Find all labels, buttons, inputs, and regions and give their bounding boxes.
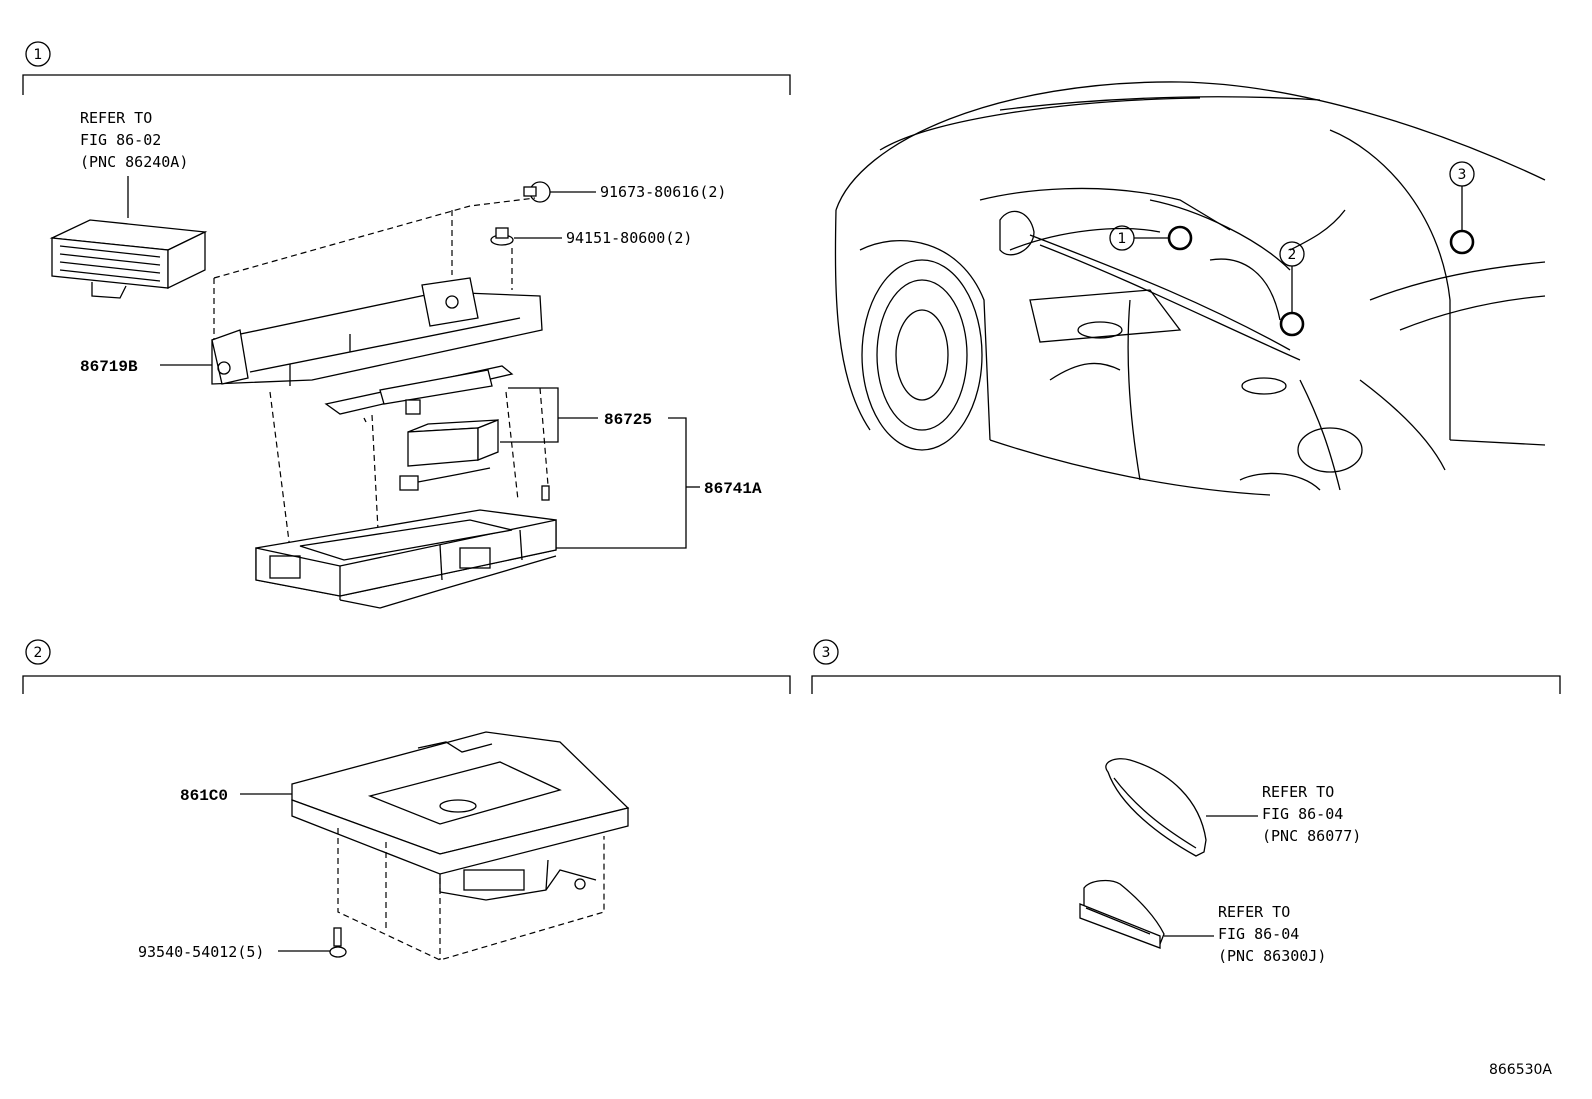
bolt-part-number: 91673-80616(2) bbox=[600, 183, 726, 201]
section-2-marker: 2 bbox=[34, 645, 43, 661]
case-illustration bbox=[255, 509, 557, 609]
base-refer-to: REFER TO bbox=[1218, 903, 1290, 921]
refer-to-label: REFER TO bbox=[80, 109, 152, 127]
refer-fig-label: FIG 86-02 bbox=[80, 131, 161, 149]
cover-refer-pnc: (PNC 86077) bbox=[1262, 827, 1361, 845]
section-3-marker: 3 bbox=[822, 645, 831, 661]
antenna-cover-illustration bbox=[1105, 758, 1207, 857]
car-interior-illustration bbox=[834, 81, 1546, 496]
amplifier-unit-illustration bbox=[49, 219, 208, 299]
section-2-bracket bbox=[22, 675, 791, 694]
module-bracket-leader bbox=[500, 387, 559, 443]
bolt-illustration bbox=[523, 181, 596, 203]
nut-part-number: 94151-80600(2) bbox=[566, 229, 692, 247]
bracket-illustration bbox=[211, 277, 543, 386]
section-3-marker-circle bbox=[813, 639, 839, 665]
section-1: 1 REFER TO FIG 86-02 (PNC 86240A) 91673-… bbox=[22, 41, 791, 609]
callout-3-location bbox=[1449, 229, 1475, 255]
car-callouts: 1 2 3 bbox=[1109, 161, 1475, 337]
antenna-base-illustration bbox=[1079, 879, 1165, 949]
base-refer-pnc: (PNC 86300J) bbox=[1218, 947, 1326, 965]
callout-1-location bbox=[1167, 225, 1193, 251]
cover-refer-fig: FIG 86-04 bbox=[1262, 805, 1343, 823]
bracket-part-number: 86719B bbox=[80, 358, 138, 376]
screw-illustration bbox=[329, 927, 347, 958]
assembly-part-number: 86741A bbox=[704, 480, 762, 498]
nut-illustration bbox=[490, 227, 562, 246]
charger-illustration bbox=[291, 731, 630, 901]
section-1-bracket bbox=[22, 74, 791, 95]
callout-2-label: 2 bbox=[1288, 247, 1297, 263]
module-part-number: 86725 bbox=[604, 411, 652, 429]
section-1-marker-circle bbox=[25, 41, 51, 67]
section-1-marker: 1 bbox=[34, 47, 43, 63]
charger-part-number: 861C0 bbox=[180, 787, 228, 805]
plate-illustration bbox=[324, 365, 514, 423]
section-3: 3 REFER TO FIG 86-04 (PNC 86077) REFER T… bbox=[811, 639, 1561, 965]
section-2: 2 861C0 93540-54012(5) bbox=[22, 639, 791, 961]
callout-1-label: 1 bbox=[1118, 231, 1127, 247]
cover-refer-to: REFER TO bbox=[1262, 783, 1334, 801]
section-2-marker-circle bbox=[25, 639, 51, 665]
illustration-number: 866530A bbox=[1489, 1062, 1552, 1078]
base-refer-fig: FIG 86-04 bbox=[1218, 925, 1299, 943]
callout-2-location bbox=[1279, 311, 1305, 337]
module-illustration bbox=[399, 419, 499, 491]
screw-part-number: 93540-54012(5) bbox=[138, 943, 264, 961]
refer-pnc-label: (PNC 86240A) bbox=[80, 153, 188, 171]
section-3-bracket bbox=[811, 675, 1561, 694]
callout-3-label: 3 bbox=[1458, 167, 1467, 183]
assembly-bracket-leader bbox=[548, 417, 687, 549]
